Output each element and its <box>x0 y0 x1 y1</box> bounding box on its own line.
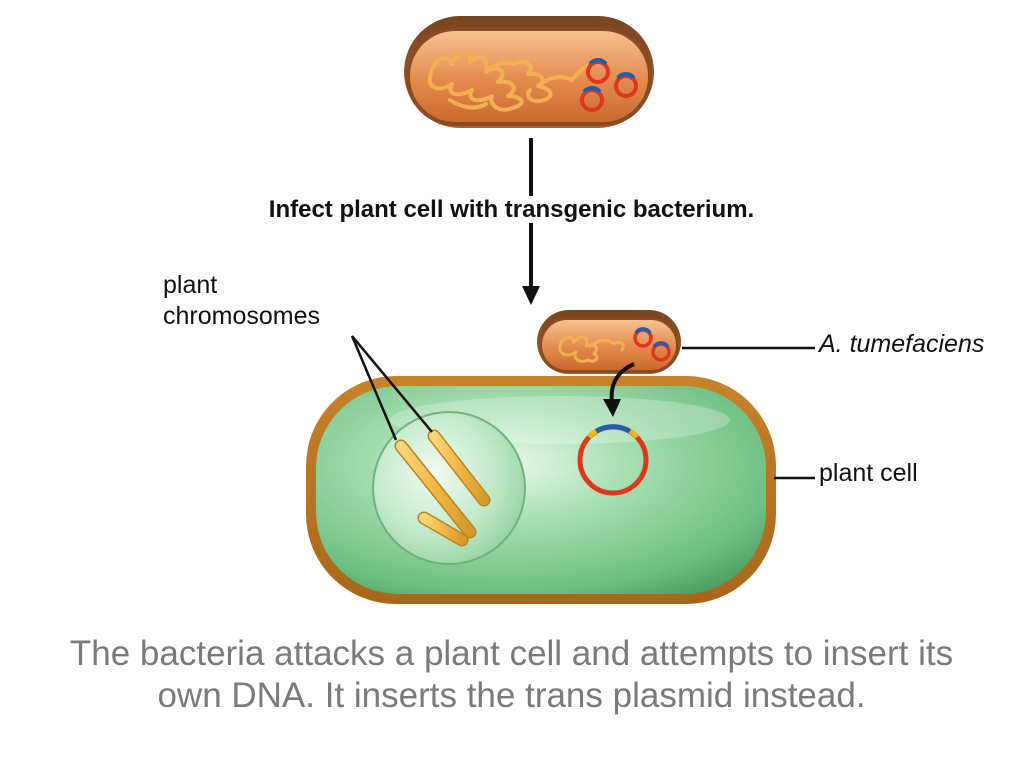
plant-cell-label: plant cell <box>819 459 918 487</box>
plasmid-icon <box>586 58 610 84</box>
plasmid-icon <box>651 341 671 362</box>
caption-line1: The bacteria attacks a plant cell and at… <box>69 634 954 673</box>
caption: The bacteria attacks a plant cell and at… <box>0 633 1023 717</box>
bacterial-chromosome <box>427 49 553 112</box>
step-label: Infect plant cell with transgenic bacter… <box>0 196 1023 224</box>
transfer-arrow <box>603 362 635 417</box>
chromosome-icon <box>394 439 477 539</box>
nucleus <box>372 411 526 565</box>
plant-cell <box>306 376 776 604</box>
transgenic-bacterium <box>404 16 654 128</box>
step-label-text: Infect plant cell with transgenic bacter… <box>262 196 761 223</box>
agrobacterium <box>537 310 681 374</box>
plasmid-icon <box>614 72 638 98</box>
caption-line2: own DNA. It inserts the trans plasmid in… <box>157 676 866 715</box>
inserted-plasmid <box>577 424 649 496</box>
chromosomes-label: plant chromosomes <box>163 270 320 332</box>
plasmid-icon <box>580 86 604 112</box>
plasmid-icon <box>633 327 653 348</box>
chromosome-icon <box>417 511 469 547</box>
leader-lines <box>350 335 815 480</box>
chromosome-icon <box>427 429 491 507</box>
chromosomes-label-line1: plant <box>163 271 218 299</box>
bacterium-label: A. tumefaciens <box>819 330 985 358</box>
chromosomes-label-line2: chromosomes <box>163 302 320 330</box>
